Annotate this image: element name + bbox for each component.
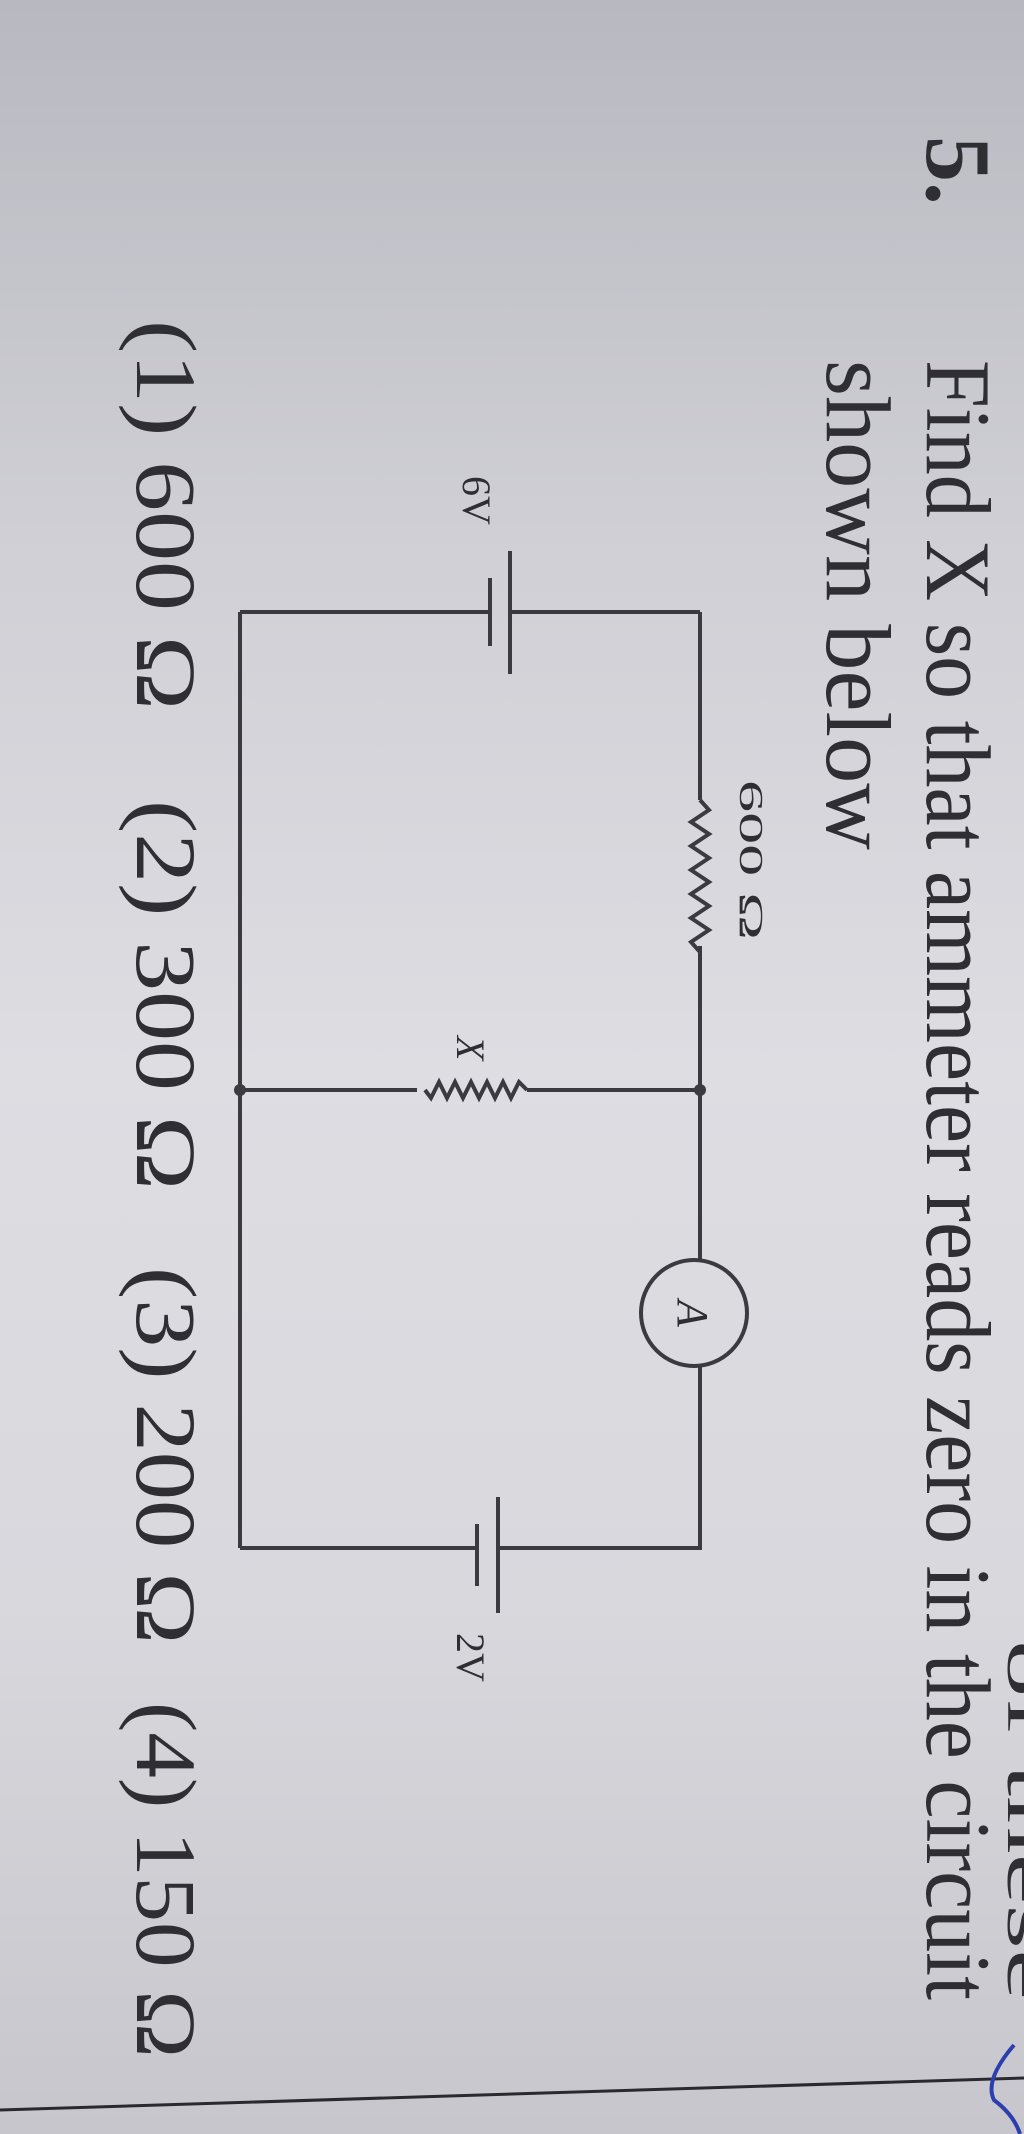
option-2[interactable]: (2) 300 Ω	[118, 800, 214, 1190]
option-3[interactable]: (3) 200 Ω	[118, 1267, 214, 1644]
ammeter-icon	[639, 1258, 749, 1368]
wire-top-right	[498, 1366, 702, 1550]
check-mark-icon	[989, 2043, 1022, 2134]
battery-right-label: 2V	[448, 1633, 493, 1682]
resistor-label: 600 Ω	[732, 780, 769, 940]
question-text-line1: Find X so that ammeter reads zero in the…	[907, 360, 1009, 2000]
answer-options: (1) 600 Ω (2) 300 Ω (3) 200 Ω (4) 150 Ω	[118, 320, 214, 2058]
option-1[interactable]: (1) 600 Ω	[118, 320, 214, 710]
option-4[interactable]: (4) 150 Ω	[118, 1702, 214, 2058]
ammeter-label: A	[668, 1297, 717, 1328]
cut-off-text: of these	[995, 1640, 1024, 2000]
question-text-line2: shown below	[807, 360, 909, 851]
question-number: 5.	[907, 136, 1009, 205]
resistor-x-icon	[423, 1077, 529, 1103]
page-divider-line	[0, 2076, 1024, 2112]
resistor-x-label: X	[448, 1034, 493, 1062]
circuit-diagram: A 600 Ω 6V X 2V	[234, 476, 769, 1682]
battery-left-label: 6V	[454, 476, 499, 525]
junction-dot-top	[694, 1084, 706, 1096]
resistor-600-icon	[687, 798, 713, 954]
